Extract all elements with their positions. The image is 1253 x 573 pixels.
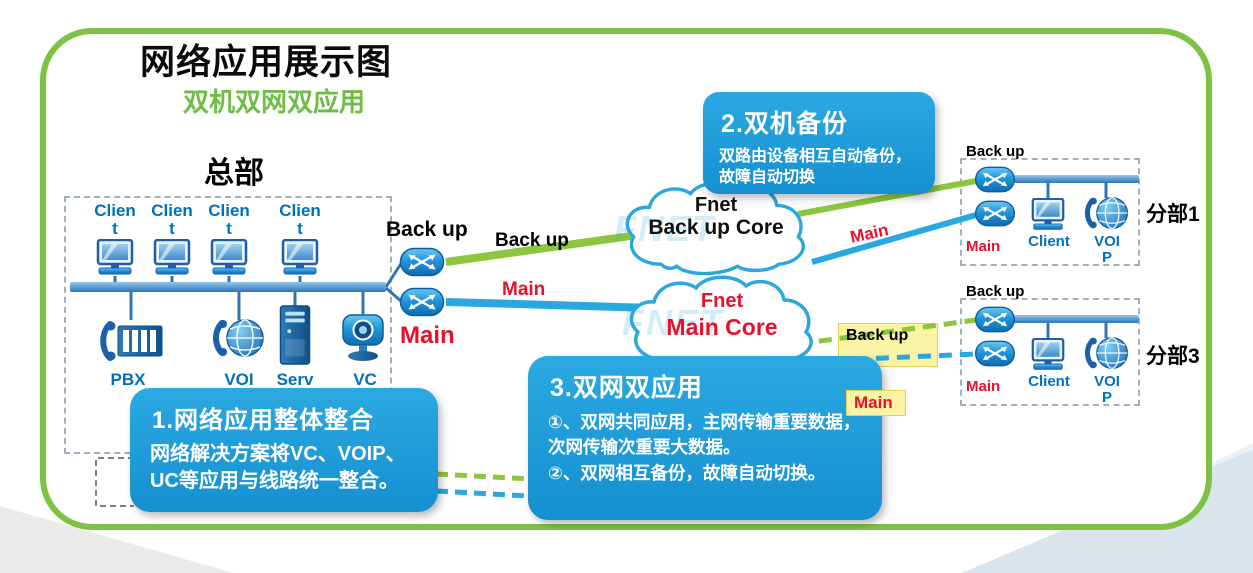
callout-dual-network-body-2: ②、双网相互备份，故障自动切换。 <box>548 462 826 483</box>
server-icon <box>278 304 312 366</box>
branch3-voip-label: VOIP <box>1094 373 1120 406</box>
callout-integration: 1.网络应用整体整合 网络解决方案将VC、VOIP、UC等应用与线路统一整合。 <box>130 388 438 512</box>
hq-label: 总部 <box>204 157 264 190</box>
branch1-client-label: Client <box>1028 233 1070 250</box>
hq-client-4: Client <box>277 202 323 282</box>
link-hq-main-label: Main <box>502 279 546 300</box>
voip-globe-icon <box>212 318 266 358</box>
hq-backup-router-label: Back up <box>386 218 468 241</box>
branch1-main-label: Main <box>966 238 1001 255</box>
hq-network-bus <box>70 282 386 292</box>
computer-icon <box>93 239 137 277</box>
hq-main-router-label: Main <box>400 322 455 349</box>
hq-client-1: Client <box>92 202 138 282</box>
hq-backup-router-icon <box>399 247 445 277</box>
link-branch3-backup-label: Back up <box>846 327 909 344</box>
client-label: Client <box>151 201 193 238</box>
branch1-backup-label: Back up <box>966 143 1025 160</box>
cloud-name: Fnet <box>700 290 744 312</box>
branch1-network-bus <box>1014 175 1139 183</box>
pbx-label: PBX <box>110 370 146 389</box>
page-title: 网络应用展示图 <box>140 43 393 82</box>
highlight-patch <box>846 390 906 416</box>
cloud-role: Main Core <box>666 314 778 340</box>
branch1-voip-icon <box>1084 196 1130 230</box>
branch3-main-label: Main <box>966 378 1001 395</box>
client-label: Client <box>94 201 136 238</box>
main-core-cloud: FNET Fnet Main Core <box>606 272 838 372</box>
hq-client-3: Client <box>206 202 252 282</box>
pbx-icon <box>98 318 164 364</box>
callout-dual-network-body-1: ①、双网共同应用，主网传输重要数据，次网传输次重要大数据。 <box>548 412 861 458</box>
branch1-name: 分部1 <box>1146 203 1200 226</box>
callout-integration-title: 1.网络应用整体整合 <box>152 407 375 434</box>
branch1-backup-router-icon <box>974 166 1016 193</box>
cloud-role: Back up Core <box>648 216 784 239</box>
computer-icon <box>207 239 251 277</box>
computer-icon <box>150 239 194 277</box>
client-label: Client <box>208 201 250 238</box>
branch3-backup-label: Back up <box>966 283 1025 300</box>
video-camera-icon <box>336 312 390 364</box>
branch1-voip-label: VOIP <box>1094 233 1120 266</box>
link-branch3-main-label: Main <box>854 393 893 412</box>
branch3-client-label: Client <box>1028 373 1070 390</box>
branch3-voip-icon <box>1084 336 1130 370</box>
callout-dual-network: 3.双网双应用 ①、双网共同应用，主网传输重要数据，次网传输次重要大数据。 ②、… <box>528 356 882 520</box>
branch3-name: 分部3 <box>1146 345 1200 368</box>
branch3-computer-icon <box>1028 338 1068 372</box>
callout-dual-router-backup-body: 双路由设备相互自动备份，故障自动切换 <box>719 148 912 187</box>
branch1-computer-icon <box>1028 198 1068 232</box>
cloud-name: Fnet <box>694 194 738 216</box>
page-subtitle: 双机双网双应用 <box>183 87 366 117</box>
callout-dual-router-backup: 2.双机备份 双路由设备相互自动备份，故障自动切换 <box>703 92 935 194</box>
branch3-network-bus <box>1014 315 1139 323</box>
client-label: Client <box>279 201 321 238</box>
vc-label: VC <box>353 370 377 389</box>
callout-integration-body: 网络解决方案将VC、VOIP、UC等应用与线路统一整合。 <box>150 443 406 492</box>
hq-main-router-icon <box>399 287 445 317</box>
link-hq-backup-label: Back up <box>495 230 569 251</box>
branch1-main-router-icon <box>974 200 1016 227</box>
branch3-backup-router-icon <box>974 306 1016 333</box>
branch3-main-router-icon <box>974 340 1016 367</box>
callout-dual-network-title: 3.双网双应用 <box>550 374 703 402</box>
computer-icon <box>278 239 322 277</box>
callout-dual-router-backup-title: 2.双机备份 <box>721 110 848 138</box>
hq-client-2: Client <box>149 202 195 282</box>
